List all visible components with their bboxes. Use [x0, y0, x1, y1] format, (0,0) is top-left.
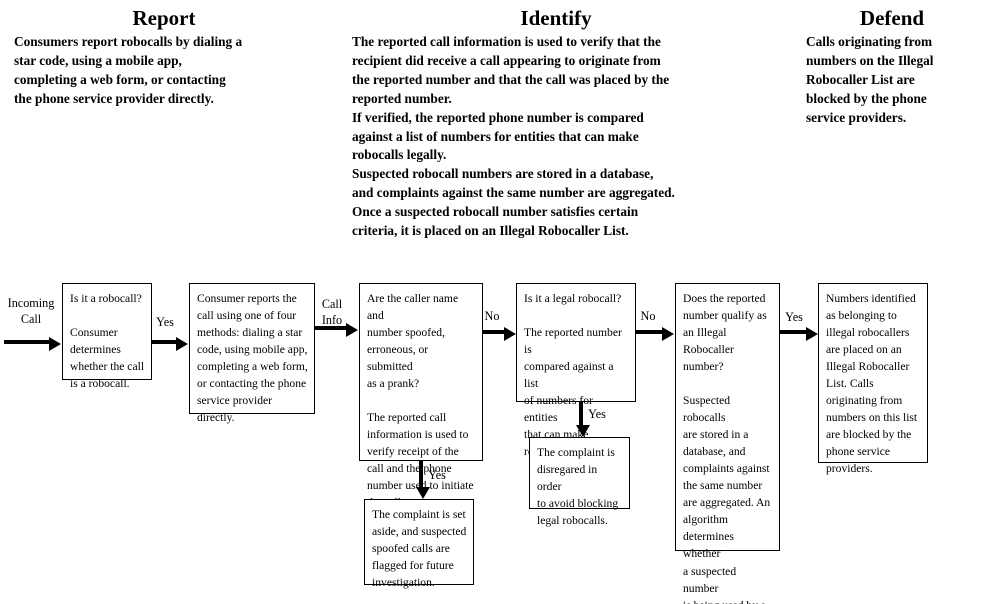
arrow-yes-legal [575, 402, 590, 437]
column-title-identify: Identify [520, 6, 592, 30]
column-title-report: Report [132, 6, 196, 30]
flow-box-complaint-disregarded[interactable]: The complaint is disregared in order to … [529, 437, 630, 527]
arrow-incoming-call [4, 336, 61, 351]
edge-label-yes-legal: Yes [588, 407, 606, 421]
arrow-yes-spoofed [415, 461, 430, 499]
arrow-no-legal [636, 326, 674, 341]
edge-label-yes-spoofed: Yes [428, 468, 446, 482]
column-body-defend: Calls originating from numbers on the Il… [806, 34, 934, 125]
arrow-yes-illegal [780, 326, 818, 341]
flow-box-complaint-set-aside[interactable]: The complaint is set aside, and suspecte… [364, 499, 474, 589]
edge-label-yes-illegal: Yes [785, 310, 803, 324]
arrow-yes-robocall [152, 336, 188, 351]
column-header-identify: Identify The reported call information i… [352, 6, 760, 241]
flow-box-numbers-placed-on-list[interactable]: Numbers identified as belonging to illeg… [818, 283, 928, 475]
column-body-report: Consumers report robocalls by dialing a … [14, 34, 243, 106]
edge-label-no-spoofed: No [484, 309, 500, 323]
flow-box-consumer-reports-call[interactable]: Consumer reports the call using one of f… [189, 283, 315, 424]
column-body-identify: The reported call information is used to… [352, 34, 675, 238]
edge-label-yes-robocall: Yes [156, 315, 174, 329]
flow-box-qualify-as-illegal-robocaller[interactable]: Does the reported number qualify as an I… [675, 283, 780, 604]
column-header-defend: Defend Calls originating from numbers on… [806, 6, 978, 128]
arrow-no-spoofed [483, 326, 516, 341]
column-title-defend: Defend [859, 6, 925, 30]
flow-box-is-it-a-legal-robocall[interactable]: Is it a legal robocall? The reported num… [516, 283, 636, 458]
column-header-report: Report Consumers report robocalls by dia… [14, 6, 314, 109]
arrow-call-info [315, 322, 358, 337]
edge-label-incoming-call: Incoming Call [7, 296, 55, 326]
flow-box-are-name-and-number-spoofed[interactable]: Are the caller name and number spoofed, … [359, 283, 483, 509]
edge-label-no-legal: No [640, 309, 656, 323]
edge-label-call-info: Call Info [321, 297, 343, 327]
flow-box-is-it-a-robocall[interactable]: Is it a robocall? Consumer determines wh… [62, 283, 152, 390]
